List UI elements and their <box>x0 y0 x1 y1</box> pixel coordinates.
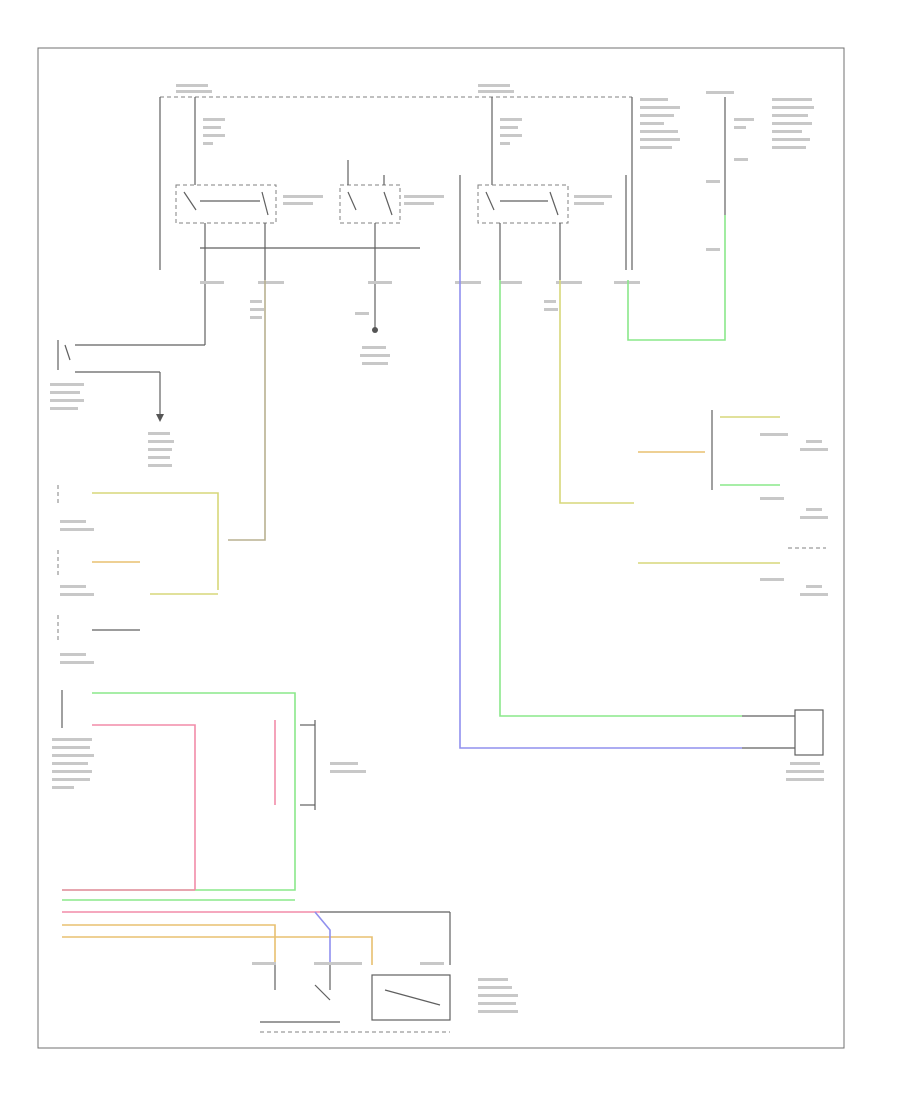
right-seat-heater-b <box>638 547 828 596</box>
driver-seat-heater-module <box>742 709 824 781</box>
right-seat-heater-a <box>638 410 828 519</box>
relay-passenger-1 <box>175 184 323 224</box>
left-seat-heater-c <box>57 615 140 664</box>
connector-row <box>200 281 640 284</box>
relay-passenger-2 <box>339 160 444 224</box>
left-seat-heater-a <box>57 485 219 590</box>
module-label-block <box>625 97 680 270</box>
ground-g301 <box>355 312 390 365</box>
bottom-wire-bundle <box>62 889 451 965</box>
center-seat-module <box>274 720 366 810</box>
fuse-2 <box>491 97 522 185</box>
relay-driver <box>477 184 612 224</box>
fuse-1 <box>194 97 225 185</box>
passenger-switch <box>50 340 205 467</box>
bottom-relay-block <box>252 962 518 1033</box>
heated-seat-switch-module <box>52 690 296 891</box>
fuse-3 <box>706 97 814 251</box>
diagram-frame <box>37 47 845 1049</box>
left-seat-heater-b <box>57 550 218 596</box>
fuse-bus <box>159 84 734 270</box>
